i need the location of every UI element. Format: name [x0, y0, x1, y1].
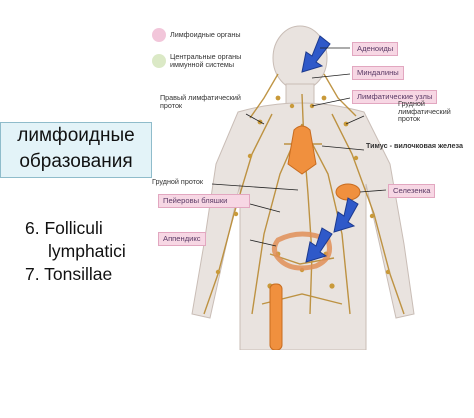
label-thymus: Тимус - вилочковая железа: [366, 141, 463, 150]
lymphatic-system-figure: Лимфоидные органы Центральные органы имм…: [152, 14, 474, 351]
label-tonsils: Миндалины: [352, 66, 404, 80]
legend-lymphoid-organs: Лимфоидные органы: [170, 30, 241, 39]
legend-central-organs: Центральные органы иммунной системы: [170, 52, 242, 69]
label-appendix: Аппендикс: [158, 232, 206, 246]
label-lymph-nodes: Лимфатические узлы: [352, 90, 438, 104]
label-right-duct: Правый лимфатический проток: [160, 93, 241, 110]
label-peyer-patches: Пейеровы бляшки: [158, 194, 250, 208]
label-spleen: Селезенка: [388, 184, 436, 198]
list-item-6-line1: 6. Folliculi: [25, 218, 103, 238]
legend-green-dot: [152, 54, 166, 68]
label-adenoids: Аденоиды: [352, 42, 399, 56]
box-title-line2: образования: [19, 151, 133, 172]
body-illustration: [191, 25, 415, 351]
legend-pink-dot: [152, 28, 166, 42]
label-thoracic-duct: Грудной проток: [152, 177, 204, 186]
list-item-7: 7. Tonsillae: [25, 264, 113, 284]
list-item-6-line2: lymphatici: [48, 241, 126, 261]
lymphoid-formations-box: лимфоидные образования: [0, 122, 152, 178]
label-thoracic-duct-left: Грудной лимфатический проток: [398, 99, 451, 124]
box-title-line1: лимфоидные: [17, 125, 135, 146]
